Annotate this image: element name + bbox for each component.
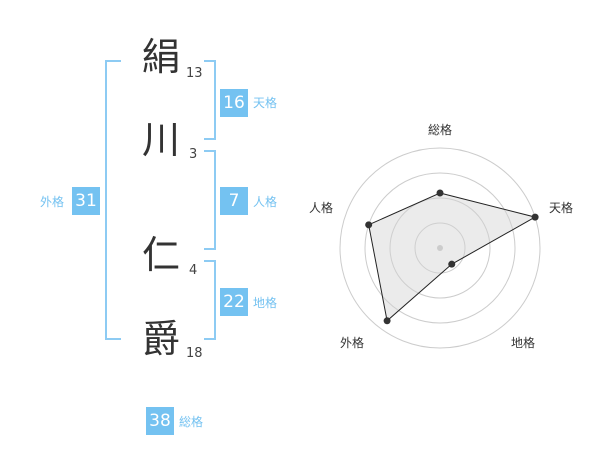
jinkaku-label: 人格	[253, 195, 278, 209]
gaikaku-value: 31	[72, 187, 100, 215]
radar-grid-ring	[364, 172, 516, 324]
gaikaku-bracket	[105, 60, 121, 340]
radar-point-2	[531, 213, 539, 221]
jinkaku-value: 7	[220, 187, 248, 215]
name-char-4: 爵	[141, 317, 180, 361]
tenkaku-value: 16	[220, 89, 248, 117]
name-char-2: 川	[141, 118, 180, 162]
soukaku-value: 38	[146, 407, 174, 435]
radar-point-4	[383, 317, 391, 325]
name-char-3-strokes: 4	[189, 263, 198, 278]
name-char-2-strokes: 3	[189, 147, 198, 162]
radar-center	[437, 245, 443, 251]
chikaku-value: 22	[220, 288, 248, 316]
name-char-4-strokes: 18	[186, 346, 203, 361]
radar-point-5	[365, 221, 373, 229]
name-char-1-strokes: 13	[186, 66, 203, 81]
tenkaku-label: 天格	[253, 96, 278, 110]
radar-grid-ring	[414, 222, 466, 274]
radar-axis-label-tenkaku: 天格	[549, 201, 574, 215]
soukaku-label: 総格	[179, 415, 204, 429]
tenkaku-bracket	[204, 60, 216, 140]
radar-axis-label-jinkaku: 人格	[309, 201, 334, 215]
chikaku-bracket	[204, 260, 216, 340]
radar-axis-label-chikaku: 地格	[511, 336, 536, 350]
radar-grid-ring	[389, 197, 491, 299]
radar-point-3	[448, 260, 456, 268]
jinkaku-bracket	[204, 150, 216, 250]
name-char-3: 仁	[141, 233, 180, 277]
name-char-1: 絹	[141, 35, 180, 79]
gaikaku-label: 外格	[40, 195, 65, 209]
radar-axis-label-soukaku: 総格	[428, 123, 453, 137]
radar-axis-label-gaikaku: 外格	[340, 336, 365, 350]
chikaku-label: 地格	[253, 296, 278, 310]
radar-polygon	[368, 192, 537, 322]
radar-point-1	[436, 189, 444, 197]
